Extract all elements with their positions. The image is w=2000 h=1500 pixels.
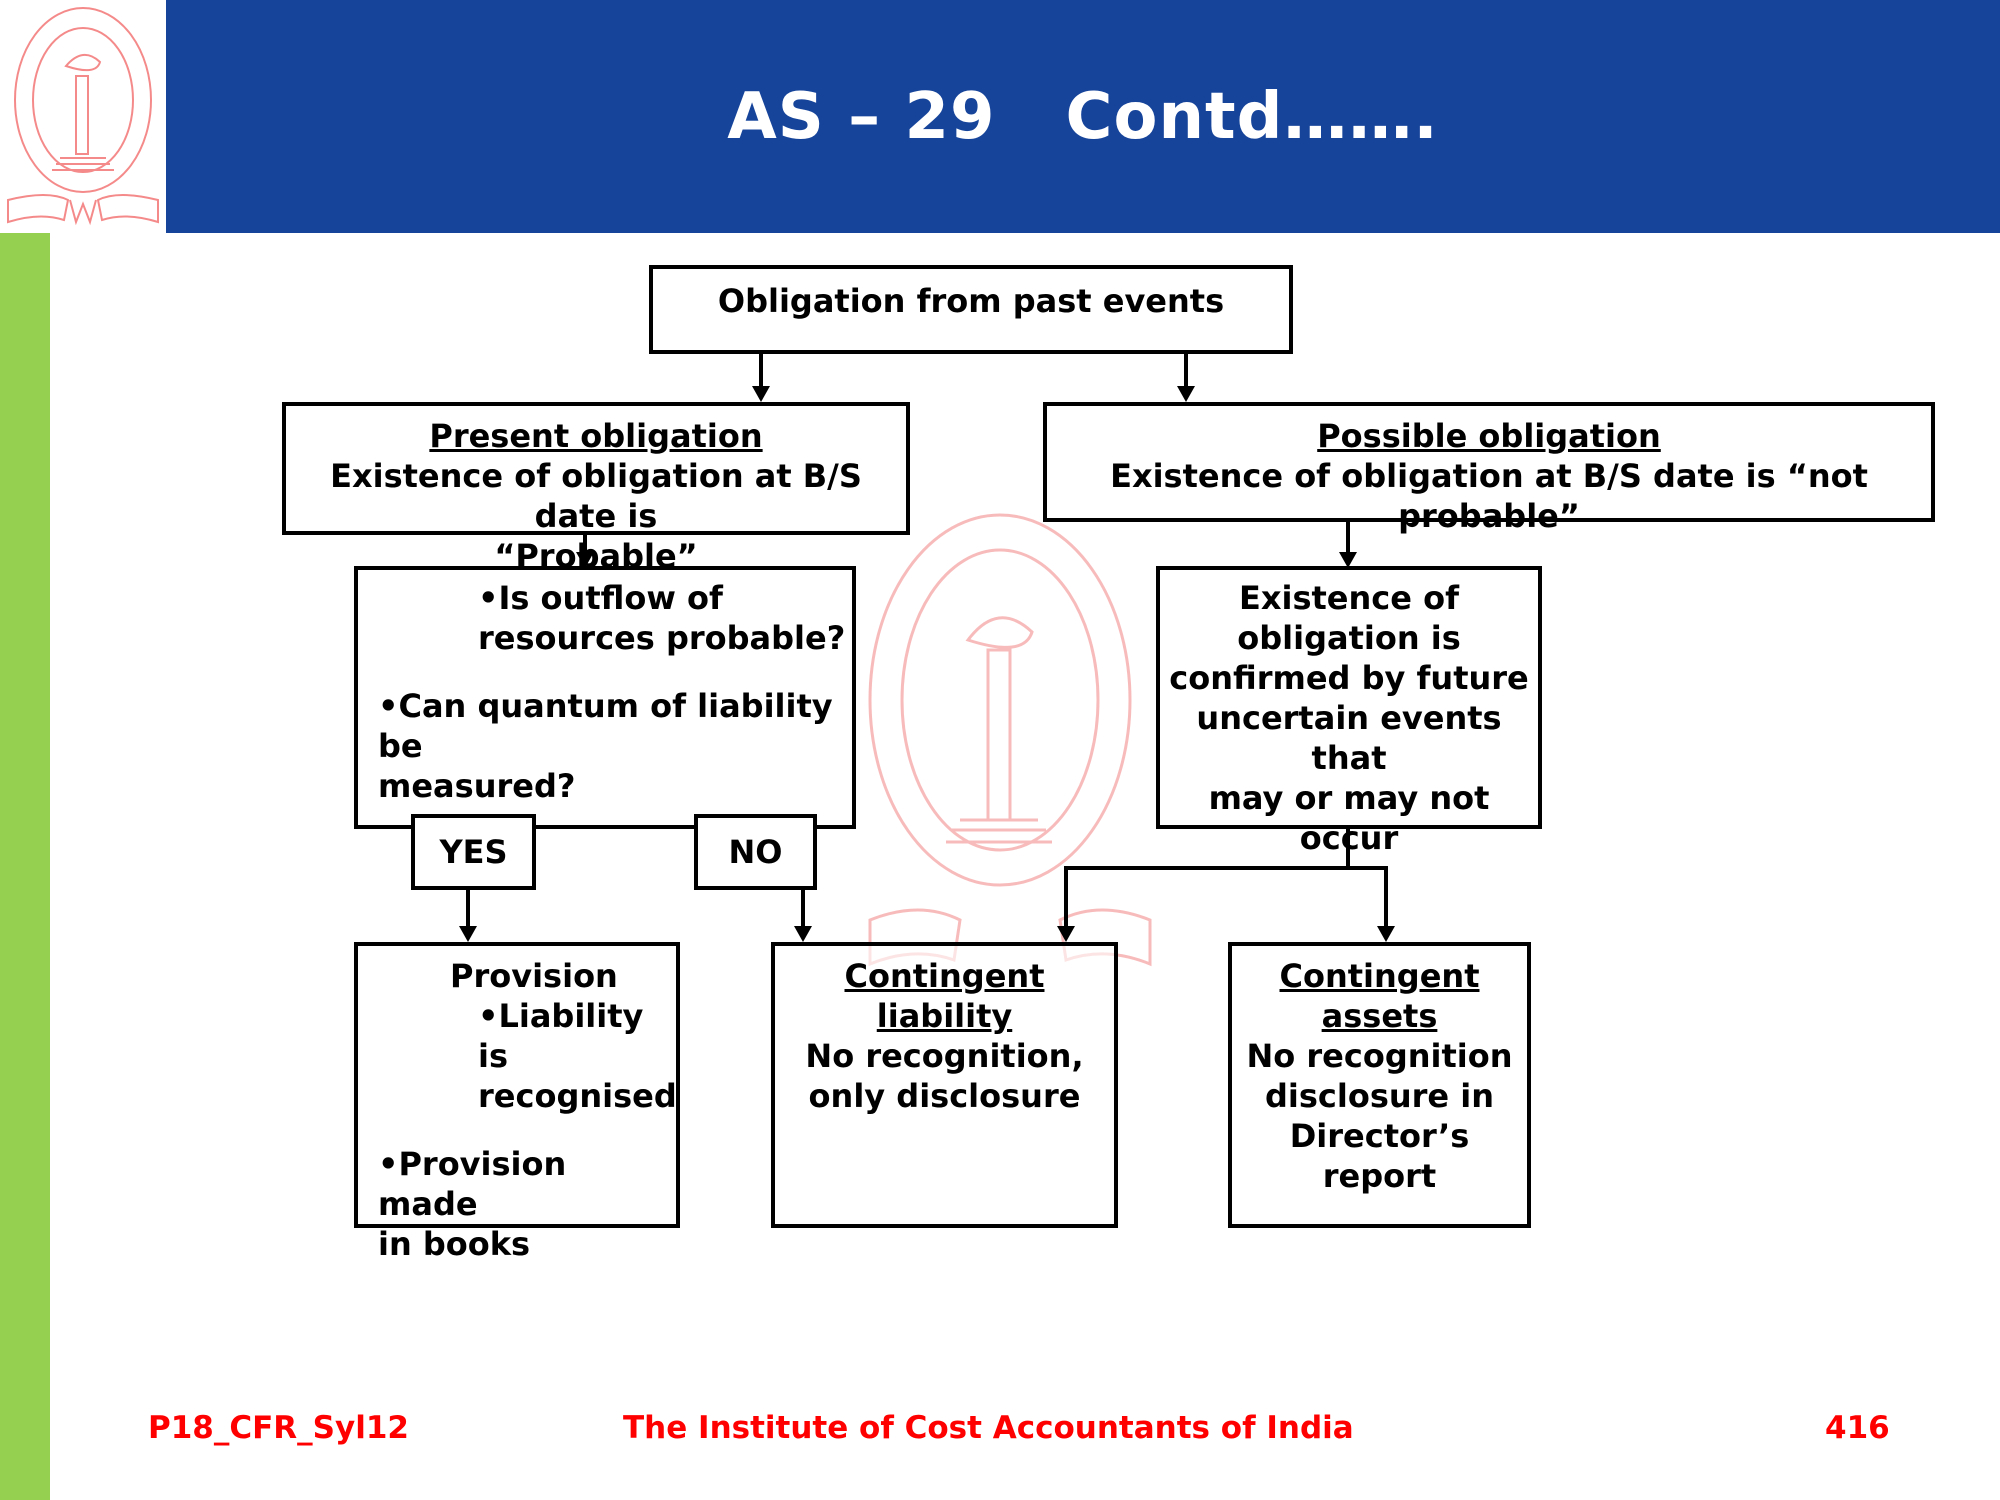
- arrow-head-icon: [794, 926, 812, 942]
- slide-title: AS – 29 Contd…….: [166, 0, 2000, 233]
- connector: [1346, 521, 1350, 553]
- possible-obligation-box: Possible obligation Existence of obligat…: [1043, 402, 1935, 535]
- connector: [1064, 866, 1388, 870]
- connector: [466, 888, 470, 926]
- provision-bullet1-line2: recognised: [478, 1077, 677, 1115]
- connector: [583, 534, 587, 554]
- provision-bullet2-line2: in books: [378, 1225, 531, 1263]
- present-line1: Existence of obligation at B/S date is: [330, 457, 862, 535]
- yes-label: YES: [439, 833, 508, 871]
- existence-line: confirmed by future: [1169, 659, 1529, 697]
- footer-institute: The Institute of Cost Accountants of Ind…: [623, 1410, 1354, 1446]
- connector: [1384, 866, 1388, 928]
- arrow-head-icon: [1339, 552, 1357, 568]
- provision-bullet1-line1: •Liability is: [478, 997, 644, 1075]
- existence-line: Existence of: [1238, 579, 1459, 617]
- present-obligation-box: Present obligation Existence of obligati…: [282, 402, 910, 575]
- arrow-head-icon: [1177, 386, 1195, 402]
- left-accent-bar: [0, 233, 50, 1500]
- question1-line2: resources probable?: [478, 619, 846, 657]
- contingent-assets-heading2: assets: [1321, 997, 1438, 1035]
- slide-title-part2: Contd…….: [1065, 79, 1439, 154]
- contingent-assets-box: Contingent assets No recognition disclos…: [1228, 942, 1531, 1228]
- contingent-liability-line1: No recognition,: [805, 1037, 1084, 1075]
- contingent-assets-line2: disclosure in: [1264, 1077, 1495, 1115]
- no-box: NO: [694, 814, 817, 890]
- connector: [1064, 866, 1068, 928]
- root-box: Obligation from past events: [649, 265, 1293, 354]
- existence-box: Existence of obligation is confirmed by …: [1156, 566, 1542, 857]
- arrow-head-icon: [576, 552, 594, 568]
- arrow-head-icon: [752, 386, 770, 402]
- contingent-assets-line3: Director’s report: [1289, 1117, 1470, 1195]
- connector: [801, 888, 805, 926]
- questions-box: •Is outflow of resources probable? •Can …: [354, 566, 856, 829]
- footer-code: P18_CFR_Syl12: [148, 1410, 409, 1446]
- existence-line: uncertain events that: [1196, 699, 1502, 777]
- arrow-head-icon: [1057, 926, 1075, 942]
- present-heading: Present obligation: [429, 417, 763, 455]
- existence-line: may or may not: [1208, 779, 1490, 817]
- root-text: Obligation from past events: [717, 282, 1225, 320]
- question1-line1: •Is outflow of: [478, 579, 723, 617]
- provision-box: Provision •Liability is recognised •Prov…: [354, 942, 680, 1263]
- contingent-assets-line1: No recognition: [1246, 1037, 1513, 1075]
- contingent-liability-heading: Contingent liability: [844, 957, 1045, 1035]
- arrow-head-icon: [1377, 926, 1395, 942]
- question2-line1: •Can quantum of liability be: [378, 687, 833, 765]
- contingent-liability-box: Contingent liability No recognition, onl…: [771, 942, 1118, 1228]
- existence-line: obligation is: [1237, 619, 1461, 657]
- connector: [1346, 827, 1350, 869]
- possible-heading: Possible obligation: [1317, 417, 1661, 455]
- connector: [1184, 352, 1188, 388]
- yes-box: YES: [411, 814, 536, 890]
- institute-seal-icon: [7, 7, 159, 226]
- question2-line2: measured?: [378, 767, 576, 805]
- arrow-head-icon: [459, 926, 477, 942]
- page-number: 416: [1825, 1410, 1890, 1446]
- possible-line1: Existence of obligation at B/S date is “…: [1110, 457, 1868, 535]
- slide-title-part1: AS – 29: [727, 79, 996, 154]
- provision-heading: Provision: [450, 957, 618, 995]
- title-bar: [166, 0, 2000, 233]
- provision-bullet2-line1: •Provision made: [378, 1145, 567, 1223]
- no-label: NO: [728, 833, 783, 871]
- contingent-assets-heading1: Contingent: [1279, 957, 1480, 995]
- connector: [759, 352, 763, 388]
- contingent-liability-line2: only disclosure: [808, 1077, 1081, 1115]
